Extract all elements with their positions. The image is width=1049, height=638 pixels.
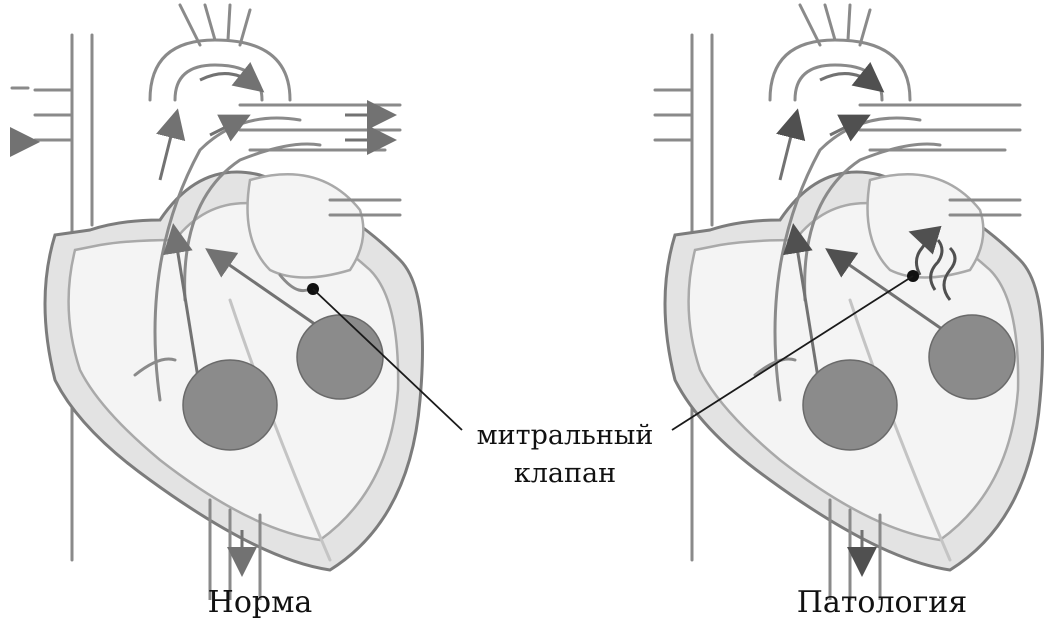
label-line-2: клапан [465,455,665,493]
caption-pathology: Патология [782,588,982,618]
leader-line-normal [313,289,462,430]
leader-line-pathology [672,276,913,430]
caption-normal: Норма [180,588,340,618]
label-line-1: митральный [465,417,665,455]
mitral-valve-label: митральный клапан [465,417,665,493]
